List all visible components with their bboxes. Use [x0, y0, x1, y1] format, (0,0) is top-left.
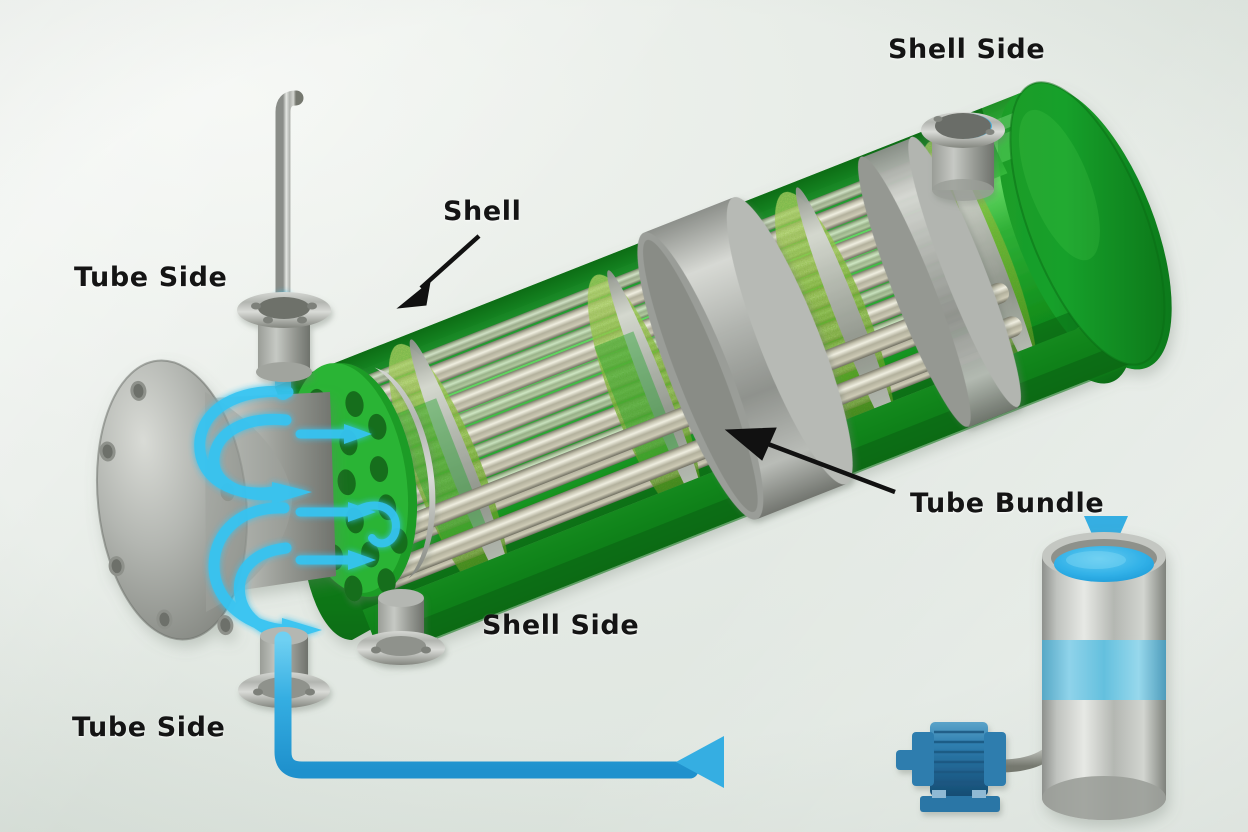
shell-support-bands [637, 136, 1021, 520]
annotation-arrows [396, 234, 896, 495]
pump-return-arrow [676, 736, 724, 788]
shell-side-outlet-nozzle [357, 589, 445, 665]
label-shell-side-bottom: Shell Side [482, 610, 640, 641]
reservoir-tank [1042, 532, 1166, 820]
tube-side-inlet-nozzle [237, 292, 331, 382]
shell-right-cap [1009, 81, 1166, 366]
tube-bundle [301, 136, 1041, 620]
shell-side-inlet-nozzle [921, 112, 1005, 201]
circulation-pump [896, 722, 1006, 812]
shell-band [858, 136, 1021, 428]
shell-band [637, 197, 853, 520]
label-tube-side-left: Tube Side [74, 262, 228, 293]
tube-side-flow-streams [194, 292, 401, 642]
label-shell-side-top: Shell Side [888, 34, 1046, 65]
tube-bundle-arrow [724, 427, 896, 495]
label-tube-bundle: Tube Bundle [910, 488, 1105, 519]
flange-bolt-holes [99, 380, 235, 636]
channel-head-flange [95, 359, 336, 641]
shell-arrow [396, 234, 481, 309]
flow-line [274, 96, 1115, 779]
label-tube-side-bottom: Tube Side [72, 712, 226, 743]
label-shell: Shell [443, 196, 522, 227]
